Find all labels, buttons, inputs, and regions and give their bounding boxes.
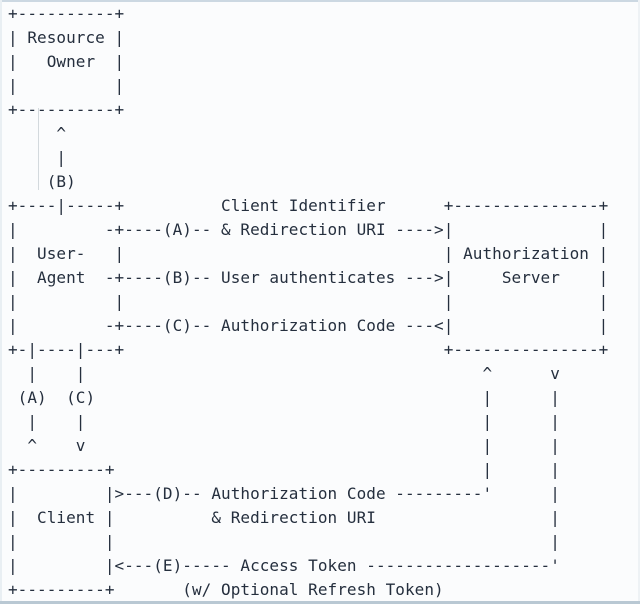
ascii-line-step-a-c-labels: (A) (C) | | (8, 388, 560, 407)
ascii-line-arrow-up-down: ^ v | | (8, 436, 560, 455)
frame-edge-left (0, 0, 2, 604)
frame-edge-top (0, 0, 640, 2)
ascii-line-client-box-top: +---------+ | | (8, 460, 560, 479)
ascii-line-resource-owner-box-bottom: +----------+ (8, 100, 125, 119)
ascii-line-step-d-authorization-code: | |>---(D)-- Authorization Code --------… (8, 484, 560, 503)
ascii-line-arrow-up: ^ (8, 124, 67, 143)
frame-edge-bottom (0, 601, 640, 604)
ascii-line-step-b-user-authenticates: | Agent -+----(B)-- User authenticates -… (8, 268, 609, 287)
ascii-line-arrow-shaft: | (8, 148, 67, 167)
ascii-line-step-a-redirection-uri: | -+----(A)-- & Redirection URI ---->| | (8, 220, 609, 239)
ascii-line-resource-owner-box-body: | | (8, 76, 125, 95)
indent-guide-line (38, 108, 39, 190)
ascii-line-client-box-bottom-refresh-token: +---------+ (w/ Optional Refresh Token) (8, 580, 444, 599)
ascii-line-step-c-authorization-code: | -+----(C)-- Authorization Code ---<| | (8, 316, 609, 335)
frame-edge-right (638, 0, 640, 604)
oauth-authorization-code-flow-ascii-diagram: +----------+ | Resource | | Owner | | | … (8, 2, 608, 602)
ascii-line-client-box-body: | | | (8, 532, 560, 551)
ascii-line-vertical-connectors-2: | | | | (8, 412, 560, 431)
ascii-line-box-body-spacer: | | | | (8, 292, 609, 311)
ascii-line-useragent-box-top-client-identifier: +----|-----+ Client Identifier +--------… (8, 196, 609, 215)
ascii-line-resource-owner-box-top: +----------+ (8, 4, 125, 23)
ascii-line-client-label-redirection-uri: | Client | & Redirection URI | (8, 508, 560, 527)
ascii-line-useragent-authorization-labels: | User- | | Authorization | (8, 244, 609, 263)
ascii-line-step-b-label: (B) (8, 172, 76, 191)
ascii-line-resource-owner-label: | Resource | (8, 28, 125, 47)
ascii-line-step-e-access-token: | |<---(E)----- Access Token -----------… (8, 556, 560, 575)
ascii-line-useragent-box-bottom-server-box-bottom: +-|----|---+ +---------------+ (8, 340, 609, 359)
ascii-line-resource-owner-label2: | Owner | (8, 52, 125, 71)
ascii-line-vertical-connectors-1: | | ^ v (8, 364, 560, 383)
